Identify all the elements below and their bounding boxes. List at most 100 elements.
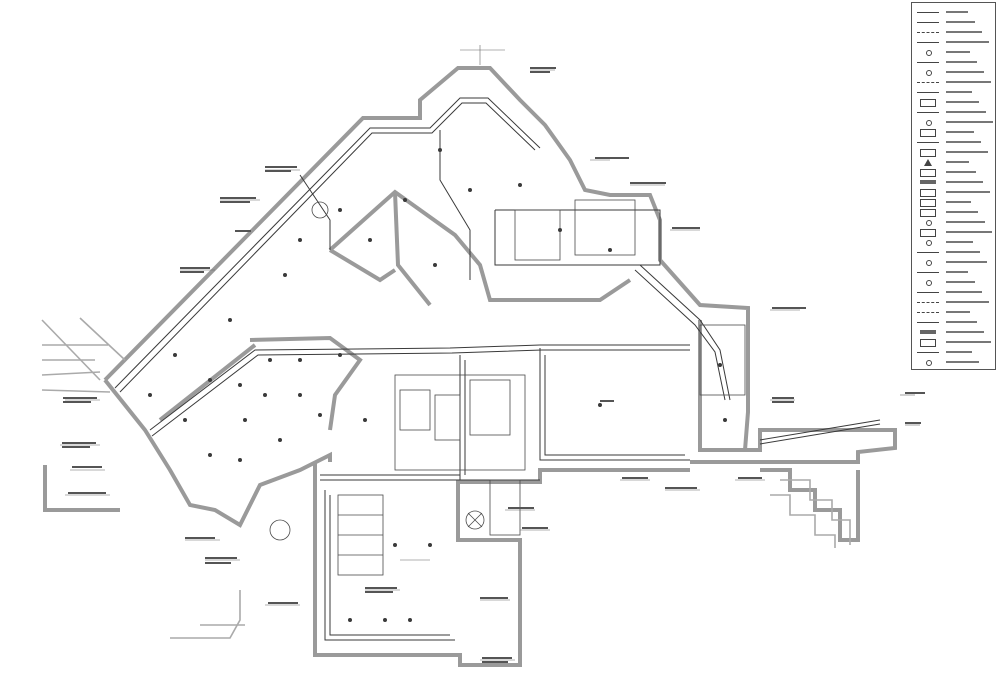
wall-interior-5 [328,248,397,283]
rect-icon [915,128,941,137]
line-icon [915,58,941,66]
legend-row [912,147,997,157]
legend-row [912,57,997,67]
wall-interior-2 [249,335,363,431]
grade-lines [41,317,851,639]
legend-text-mark [946,341,991,343]
legend-row [912,257,997,267]
legend-row [912,237,997,247]
legend-row [912,247,997,257]
building-walls [43,66,897,667]
line-icon [915,8,941,16]
ductwork [114,97,881,641]
dash-icon [915,78,941,86]
legend-text-mark [946,121,993,123]
rect-icon [915,228,941,237]
line-icon [915,248,941,256]
dot-icon [915,68,941,76]
line-icon [915,268,941,276]
legend-text-mark [946,301,989,303]
legend-row [912,47,997,57]
legend-text-mark [946,361,979,363]
legend-row [912,347,997,357]
rect-icon [915,148,941,157]
legend-row [912,137,997,147]
dash-icon [915,298,941,306]
legend-row [912,277,997,287]
dot-icon [915,258,941,266]
legend-text-mark [946,41,989,43]
wall-interior-1 [328,189,632,302]
legend-text-mark [946,61,977,63]
line-icon [915,38,941,46]
legend-text-mark [946,321,977,323]
legend-text-mark [946,181,983,183]
dot-icon [915,48,941,56]
legend-text-mark [946,221,985,223]
legend-row [912,287,997,297]
legend-row [912,327,997,337]
rect-icon [915,198,941,207]
rect-icon [915,208,941,217]
wall-west-wing [103,378,332,528]
legend-row [912,167,997,177]
legend-row [912,217,997,227]
legend-text-mark [946,241,973,243]
legend-row [912,97,997,107]
line-icon [915,138,941,146]
legend-text-mark [946,51,970,53]
legend-text-mark [946,201,971,203]
legend-row [912,27,997,37]
equipment-area [269,199,746,576]
legend-row [912,17,997,27]
legend-text-mark [946,311,970,313]
legend-row [912,207,997,217]
legend-text-mark [946,151,988,153]
legend-row [912,187,997,197]
dot-icon [915,278,941,286]
wall-stair-left [43,465,120,512]
legend-text-mark [946,101,979,103]
legend-text-mark [946,231,992,233]
dash-icon [915,308,941,316]
legend-text-mark [946,91,972,93]
line-icon [915,18,941,26]
legend-row [912,67,997,77]
legend-text-mark [946,131,974,133]
legend-row [912,107,997,117]
legend-text-mark [946,171,976,173]
legend-row [912,87,997,97]
tri-icon [915,158,941,166]
wall-interior-3 [393,191,432,307]
dot-icon [915,358,941,366]
dot-icon [915,218,941,226]
line-icon [915,108,941,116]
legend-row [912,37,997,47]
legend-row [912,127,997,137]
legend-text-mark [946,351,972,353]
note-marks [62,67,925,663]
leader-lines [60,45,920,661]
fill-icon [915,328,941,336]
legend-text-mark [946,81,991,83]
legend-text-mark [946,251,980,253]
dot-icon [915,238,941,246]
legend-text-mark [946,11,968,13]
legend-text-mark [946,211,978,213]
legend-row [912,157,997,167]
legend-panel [911,2,996,370]
wall-right-block [698,320,745,452]
legend-row [912,297,997,307]
legend-row [912,177,997,187]
legend-row [912,357,997,367]
legend-row [912,307,997,317]
wall-stair-right [760,468,860,542]
legend-text-mark [946,291,982,293]
legend-row [912,197,997,207]
legend-text-mark [946,161,969,163]
rect-icon [915,168,941,177]
legend-text-mark [946,331,984,333]
legend-row [912,317,997,327]
